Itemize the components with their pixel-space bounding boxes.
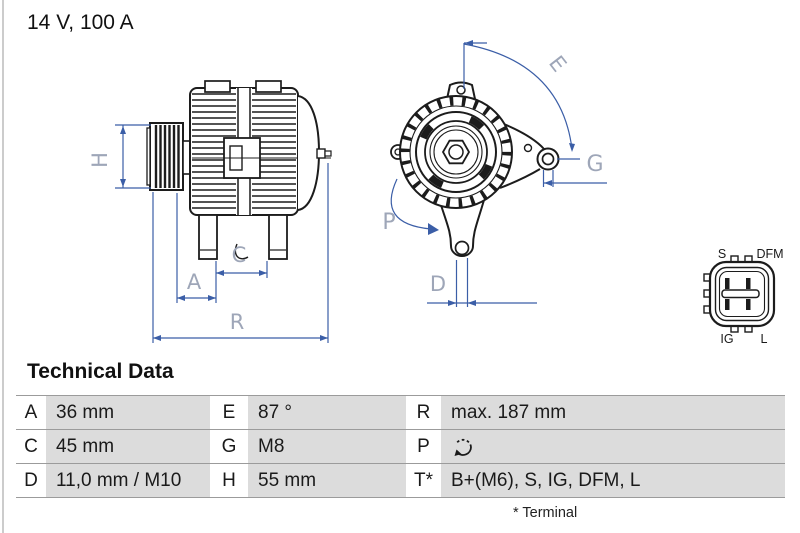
connector-label-l: L	[761, 332, 768, 346]
param-key-a: A	[16, 396, 46, 429]
shaft-nut	[441, 139, 471, 165]
alternator-technical-drawing: H A C R	[88, 40, 784, 346]
table-row: C 45 mm G M8 P	[16, 430, 785, 464]
param-key-t: T*	[406, 464, 441, 497]
dimension-r	[152, 163, 329, 343]
wire-clip	[234, 243, 249, 260]
param-value-d: 11,0 mm / M10	[46, 464, 210, 497]
param-key-d: D	[16, 464, 46, 497]
param-key-h: H	[210, 464, 248, 497]
dimension-label-a: A	[187, 270, 202, 294]
param-key-c: C	[16, 430, 46, 463]
dimension-label-h: H	[88, 152, 112, 168]
alternator-body	[189, 80, 332, 216]
dimension-e	[463, 40, 575, 152]
dimension-a	[176, 193, 217, 303]
dimension-label-d: D	[430, 272, 446, 296]
pulley	[146, 122, 184, 191]
param-value-t: B+(M6), S, IG, DFM, L	[441, 464, 785, 497]
connector-diagram: S DFM IG L	[703, 247, 784, 346]
rear-housing-fins	[252, 93, 296, 209]
top-mounting-lug	[446, 81, 476, 100]
rotation-direction-arrow	[390, 178, 439, 235]
param-value-g: M8	[248, 430, 406, 463]
rotation-direction-icon	[454, 438, 472, 456]
terminal-footnote: * Terminal	[513, 505, 578, 521]
param-value-a: 36 mm	[46, 396, 210, 429]
technical-data-heading: Technical Data	[27, 360, 174, 383]
front-housing-fins	[192, 93, 236, 209]
dimension-label-g: G	[586, 152, 603, 177]
dimension-c	[216, 261, 268, 278]
mounting-feet	[198, 214, 288, 260]
param-value-r: max. 187 mm	[441, 396, 785, 429]
param-key-e: E	[210, 396, 248, 429]
param-key-g: G	[210, 430, 248, 463]
dimension-label-r: R	[230, 310, 245, 334]
voltage-amperage-title: 14 V, 100 A	[27, 11, 134, 34]
connector-label-dfm: DFM	[756, 247, 783, 261]
param-key-p: P	[406, 430, 441, 463]
dimension-label-c: C	[232, 243, 247, 267]
dimension-g	[542, 158, 607, 187]
rear-cover	[297, 95, 321, 211]
dimension-d	[427, 258, 537, 307]
fan-ring	[399, 95, 513, 209]
param-value-p	[441, 430, 785, 463]
connector-pins	[721, 278, 760, 310]
param-value-c: 45 mm	[46, 430, 210, 463]
side-view-dimensions: H A C R	[88, 124, 329, 343]
param-value-h: 55 mm	[248, 464, 406, 497]
b-plus-terminal-stud	[316, 148, 326, 159]
bottom-mounting-arm	[439, 199, 485, 257]
param-key-r: R	[406, 396, 441, 429]
dimension-label-e: E	[544, 51, 571, 76]
dimension-label-p: P	[382, 210, 395, 235]
front-view-drawing	[390, 81, 560, 257]
connector-label-ig: IG	[720, 332, 733, 346]
front-view-dimensions: E G P D	[382, 40, 607, 307]
table-row: A 36 mm E 87 ° R max. 187 mm	[16, 396, 785, 430]
connector-label-s: S	[718, 247, 726, 261]
side-view-drawing	[146, 80, 332, 260]
technical-data-table: A 36 mm E 87 ° R max. 187 mm C 45 mm G M…	[16, 395, 785, 498]
window-left-edge	[2, 0, 4, 533]
param-value-e: 87 °	[248, 396, 406, 429]
dimension-h	[115, 124, 151, 189]
table-row: D 11,0 mm / M10 H 55 mm T* B+(M6), S, IG…	[16, 464, 785, 498]
